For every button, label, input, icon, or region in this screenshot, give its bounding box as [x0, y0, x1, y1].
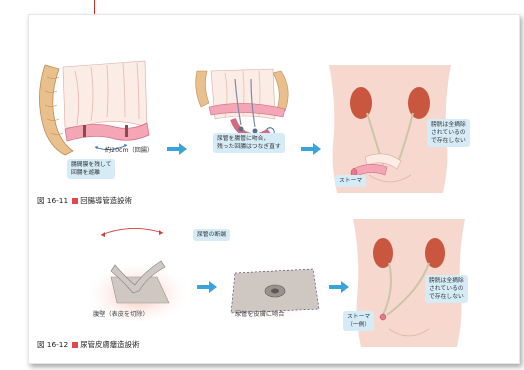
stoma-note: ストーマ	[335, 175, 366, 187]
bladder1-line3: で存在しない	[431, 138, 466, 144]
ureter-note-line1: 尿管を腸管に吻合，	[217, 136, 269, 142]
bladder2-line1: 膀胱は全摘除	[429, 278, 464, 284]
bladder1-line1: 膀胱は全摘除	[431, 122, 466, 128]
bladder2-line3: で存在しない	[429, 294, 464, 300]
mesentery-note-line2: 回腸を遊離	[71, 170, 100, 176]
caption-marker-16-12	[72, 342, 78, 348]
ureter-anastomosis-note: 尿管を腸管に吻合， 残った回腸はつなぎ直す	[213, 133, 285, 153]
caption-title-16-12: 尿管皮膚瘻造設術	[80, 340, 139, 349]
abdominal-wall-illustration	[83, 225, 193, 325]
figure-16-12-caption: 図 16-12 尿管皮膚瘻造設術	[37, 339, 139, 350]
ureter-note-line2: 残った回腸はつなぎ直す	[217, 144, 281, 150]
mesentery-note-line1: 腸間膜を残して	[71, 162, 111, 168]
stoma2-line1: ストーマ	[347, 314, 370, 320]
bladder2-line2: されているの	[429, 286, 464, 292]
caption-number-16-11: 図 16-11	[37, 196, 68, 205]
step-arrow-3	[197, 281, 217, 293]
step-arrow-1	[167, 143, 187, 155]
abdominal-wall-label: 腹壁（表皮を切除）	[93, 311, 149, 319]
length-label: 約20cm（回腸）	[105, 147, 153, 155]
caption-number-16-12: 図 16-12	[37, 340, 68, 349]
skin-anastomosis-label: 尿管を皮膚に吻合	[235, 311, 285, 319]
stoma-one-side-note: ストーマ （一側）	[343, 311, 374, 331]
document-page: 約20cm（回腸） 腸間膜を残して 回腸を遊離 尿管を腸管に吻合， 残った回腸は…	[28, 14, 520, 364]
bladder1-line2: されているの	[431, 130, 466, 136]
bladder-removed-note-2: 膀胱は全摘除 されているの で存在しない	[425, 275, 468, 303]
caption-marker-16-11	[72, 198, 78, 204]
ureter-stump-note: 尿管の断端	[193, 229, 230, 241]
ileum-isolation-illustration	[35, 55, 155, 160]
stoma2-line2: （一側）	[347, 322, 370, 328]
mesentery-note: 腸間膜を残して 回腸を遊離	[67, 159, 115, 179]
figure-16-11-caption: 図 16-11 回腸導管造設術	[37, 195, 132, 206]
step-arrow-2	[301, 143, 321, 155]
bladder-removed-note-1: 膀胱は全摘除 されているの で存在しない	[427, 119, 470, 147]
step-arrow-4	[329, 281, 349, 293]
caption-title-16-11: 回腸導管造設術	[80, 196, 132, 205]
